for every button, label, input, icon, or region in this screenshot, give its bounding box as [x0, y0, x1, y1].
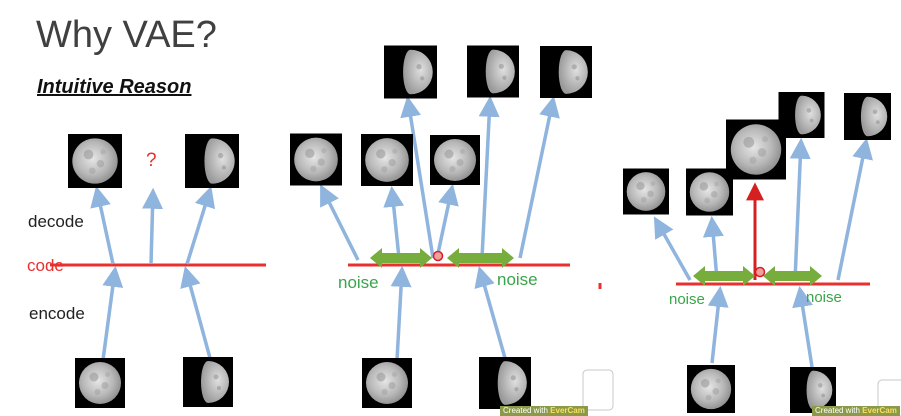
decode-arrow — [702, 215, 724, 281]
watermark-brand: EverCam — [862, 406, 897, 415]
code-point-marker-icon — [754, 266, 766, 278]
half-moon-image — [183, 357, 233, 407]
code-point-marker-icon — [432, 250, 444, 262]
full-moon-image — [68, 134, 122, 188]
half-moon-image — [844, 93, 891, 140]
decode-label: decode — [28, 212, 84, 231]
noise-label: noise — [497, 270, 538, 289]
decode-arrow — [320, 184, 360, 261]
page-title: Why VAE? — [36, 14, 217, 56]
noise-arrow — [763, 266, 822, 286]
watermark-brand: EverCam — [550, 406, 585, 415]
panel-vae-right — [623, 92, 891, 413]
watermark-prefix: Created with — [503, 406, 548, 415]
decode-arrow — [789, 137, 811, 281]
full-moon-image — [430, 135, 480, 185]
full-moon-image — [290, 133, 342, 186]
full-moon-image — [687, 365, 735, 413]
decode-arrow — [435, 183, 459, 259]
half-moon-image — [467, 45, 519, 98]
encode-arrow — [101, 265, 124, 361]
decode-arrow — [90, 185, 115, 265]
decode-arrow — [383, 185, 405, 259]
page-subtitle: Intuitive Reason — [37, 76, 192, 98]
encode-arrow — [180, 265, 212, 359]
encode-arrow — [792, 285, 814, 368]
noise-label: noise — [338, 273, 379, 292]
half-moon-image — [384, 45, 437, 99]
decode-arrow — [836, 137, 873, 281]
decode-arrow — [478, 95, 500, 259]
decode-arrow — [653, 216, 692, 281]
question-mark: ? — [146, 150, 157, 171]
decode-arrow — [142, 187, 164, 265]
watermark-prefix: Created with — [815, 406, 860, 415]
encode-arrow — [390, 265, 412, 361]
full-moon-image — [362, 358, 412, 408]
half-moon-image — [479, 357, 531, 409]
code-label: code — [27, 256, 64, 275]
encode-arrow — [474, 265, 507, 359]
panel-autoencoder — [50, 134, 266, 408]
watermark: Created with EverCam — [500, 406, 588, 416]
noise-label: noise — [669, 291, 705, 308]
full-moon-image — [361, 134, 413, 186]
full-moon-image — [75, 358, 125, 408]
encode-label: encode — [29, 304, 85, 323]
decode-arrow — [518, 95, 560, 259]
decode-arrow — [400, 95, 435, 259]
noise-label: noise — [806, 289, 842, 306]
half-moon-image — [778, 92, 825, 138]
encode-arrow — [707, 285, 729, 364]
noise-arrow — [370, 248, 432, 268]
blended-moon-image — [726, 119, 786, 180]
watermark: Created with EverCam — [812, 406, 900, 416]
half-moon-image — [185, 134, 239, 188]
full-moon-image — [623, 168, 669, 215]
panel-vae-middle — [290, 45, 602, 409]
half-moon-image — [540, 46, 592, 98]
overlay-frame — [582, 369, 614, 411]
decode-arrow — [185, 185, 216, 265]
full-moon-image — [686, 168, 733, 216]
noise-arrow — [693, 266, 755, 286]
noise-arrow — [447, 248, 514, 268]
